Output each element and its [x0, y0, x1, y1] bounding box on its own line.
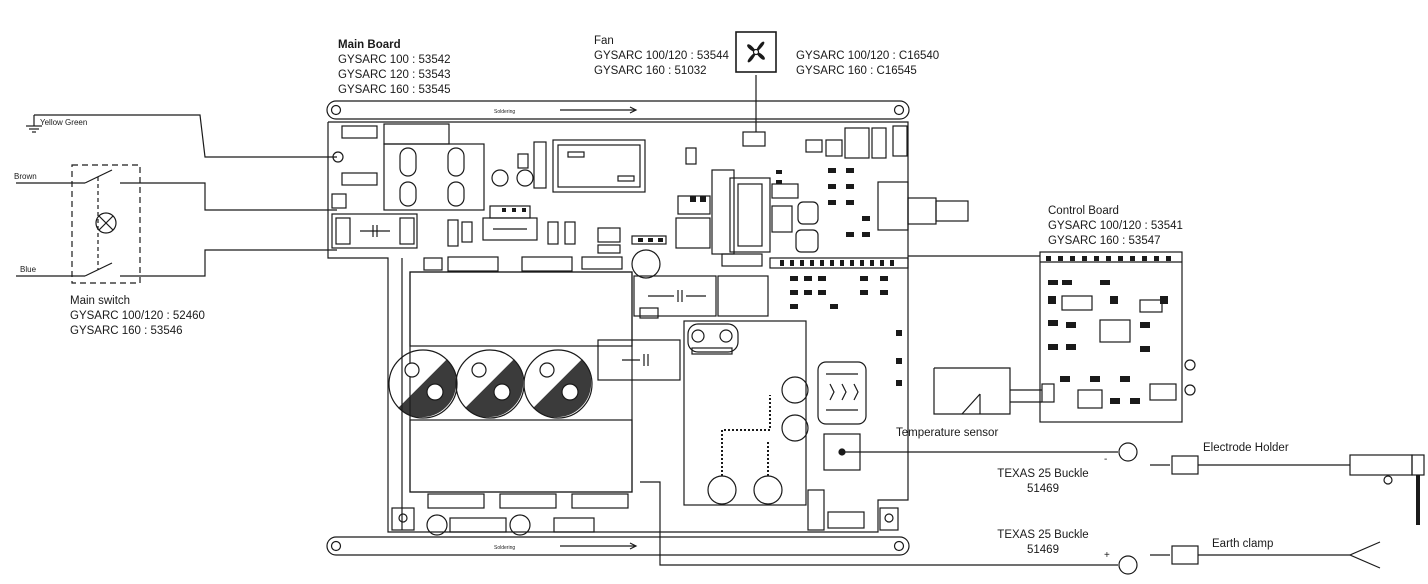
bottom-rail-marking: Soldering — [494, 545, 515, 551]
fan-capacitor-ref: GYSARC 100/120 : C16540 — [796, 50, 940, 62]
main-switch-ref: GYSARC 100/120 : 52460 — [70, 310, 205, 322]
control-board-label: Control Board GYSARC 100/120 : 53541 GYS… — [1048, 204, 1183, 249]
main-board-ref: GYSARC 160 : 53545 — [338, 84, 451, 96]
top-rail-marking: Soldering — [494, 109, 515, 115]
fan-title: Fan — [594, 35, 614, 47]
control-board-drawing — [908, 251, 1196, 423]
plus-polarity-label: + — [1104, 550, 1110, 561]
smd-components — [502, 168, 1171, 404]
fan-icon — [735, 31, 777, 73]
buckle-minus-label: TEXAS 25 Buckle 51469 — [990, 467, 1096, 497]
buckle-minus-name: TEXAS 25 Buckle — [997, 468, 1089, 480]
fan-label: Fan GYSARC 100/120 : 53544 GYSARC 160 : … — [594, 34, 729, 79]
main-switch-ref: GYSARC 160 : 53546 — [70, 325, 183, 337]
main-switch-symbol — [71, 164, 141, 284]
main-switch-title: Main switch — [70, 295, 131, 307]
earth-clamp-label: Earth clamp — [1212, 538, 1274, 550]
buckle-plus-label: TEXAS 25 Buckle 51469 — [990, 528, 1096, 558]
main-board-drawing — [326, 75, 969, 556]
buckle-plus-ref: 51469 — [1027, 544, 1059, 556]
bulk-capacitors — [388, 349, 593, 419]
temperature-sensor-symbol — [933, 367, 1042, 415]
fan-ref: GYSARC 160 : 51032 — [594, 65, 707, 77]
buckle-plus-name: TEXAS 25 Buckle — [997, 529, 1089, 541]
fan-capacitor-label: GYSARC 100/120 : C16540 GYSARC 160 : C16… — [796, 49, 939, 79]
blue-wire-label: Blue — [20, 265, 37, 274]
minus-polarity-label: - — [1104, 454, 1107, 465]
fan-ref: GYSARC 100/120 : 53544 — [594, 50, 729, 62]
buckle-minus-ref: 51469 — [1027, 483, 1059, 495]
control-board-ref: GYSARC 160 : 53547 — [1048, 235, 1161, 247]
main-board-label: Main Board GYSARC 100 : 53542 GYSARC 120… — [338, 38, 451, 98]
electrode-holder-label: Electrode Holder — [1203, 442, 1289, 454]
control-board-title: Control Board — [1048, 205, 1119, 217]
main-board-ref: GYSARC 100 : 53542 — [338, 54, 451, 66]
mains-wiring — [16, 114, 337, 277]
main-board-ref: GYSARC 120 : 53543 — [338, 69, 451, 81]
temperature-sensor-label: Temperature sensor — [896, 427, 999, 439]
fan-capacitor-ref: GYSARC 160 : C16545 — [796, 65, 917, 77]
control-board-ref: GYSARC 100/120 : 53541 — [1048, 220, 1183, 232]
output-cables — [640, 442, 1425, 575]
brown-wire-label: Brown — [14, 172, 37, 181]
output-section — [683, 320, 899, 531]
main-switch-label: Main switch GYSARC 100/120 : 52460 GYSAR… — [70, 294, 205, 339]
main-board-title: Main Board — [338, 39, 401, 51]
bottom-connectors — [391, 493, 629, 536]
yellow-green-wire-label: Yellow Green — [40, 118, 88, 127]
